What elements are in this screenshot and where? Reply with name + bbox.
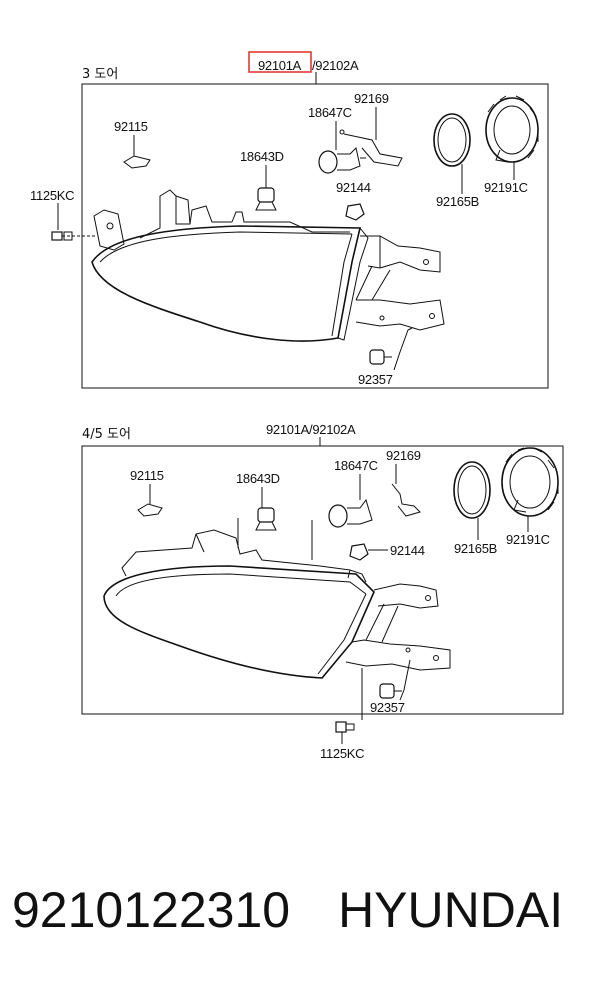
highlight-box: [248, 51, 312, 73]
bottom-label-bolt: 1125KC: [320, 746, 364, 761]
top-panel-frame: [81, 83, 549, 389]
top-panel-title: 3 도어: [82, 67, 118, 82]
bottom-label-screw: 92115: [130, 468, 164, 483]
bottom-label-grommet: 92357: [370, 700, 405, 715]
bottom-clip-icon: [391, 483, 421, 517]
top-label-main-b: /92102A: [312, 58, 359, 73]
bottom-nut-icon: [349, 543, 369, 561]
bottom-panel: 4/5 도어 92101A/92102A 92115: [81, 422, 564, 761]
top-bulb-icon: [318, 147, 366, 174]
top-ring-icon: [433, 113, 471, 167]
bottom-cap-icon: [501, 447, 559, 517]
brand-name: HYUNDAI: [338, 882, 564, 938]
top-label-bulb: 18647C: [308, 105, 352, 120]
top-cap-icon: [485, 95, 539, 163]
bottom-panel-frame: [81, 445, 564, 715]
bottom-ring-icon: [453, 461, 491, 519]
bottom-label-nut: 92144: [390, 543, 425, 558]
bottom-label-ring: 92165B: [454, 541, 497, 556]
bottom-label-side-bulb: 18643D: [236, 471, 280, 486]
bottom-grommet-icon: [379, 683, 402, 699]
bottom-bolt-icon: [335, 668, 363, 733]
bottom-panel-title: 4/5 도어: [82, 427, 131, 442]
top-screw-icon: [123, 155, 151, 169]
top-label-grommet: 92357: [358, 372, 393, 387]
bottom-label-clip: 92169: [386, 448, 421, 463]
top-label-main-a: 92101A: [258, 58, 302, 73]
top-side-bulb-icon: [255, 187, 277, 211]
top-headlamp: [91, 189, 445, 342]
bottom-side-bulb-icon: [255, 507, 277, 531]
top-label-cap: 92191C: [484, 180, 528, 195]
bottom-label-cap: 92191C: [506, 532, 550, 547]
part-number: 9210122310: [12, 882, 291, 938]
footer: 9210122310 HYUNDAI: [12, 870, 592, 950]
bottom-bulb-icon: [328, 498, 373, 528]
top-nut-icon: [345, 203, 365, 221]
top-label-side-bulb: 18643D: [240, 149, 284, 164]
top-label-bolt: 1125KC: [30, 188, 74, 203]
top-bolt-icon: [51, 231, 96, 241]
bottom-label-main: 92101A/92102A: [266, 422, 356, 437]
bottom-headlamp: [103, 529, 451, 679]
top-clip-icon: [339, 129, 403, 167]
top-label-screw: 92115: [114, 119, 148, 134]
bottom-screw-icon: [137, 503, 163, 517]
top-label-nut: 92144: [336, 180, 371, 195]
top-panel: 3 도어 92101A /92102A: [30, 51, 549, 389]
top-grommet-icon: [369, 349, 392, 365]
bottom-label-bulb: 18647C: [334, 458, 378, 473]
top-label-ring: 92165B: [436, 194, 479, 209]
top-label-clip: 92169: [354, 91, 389, 106]
